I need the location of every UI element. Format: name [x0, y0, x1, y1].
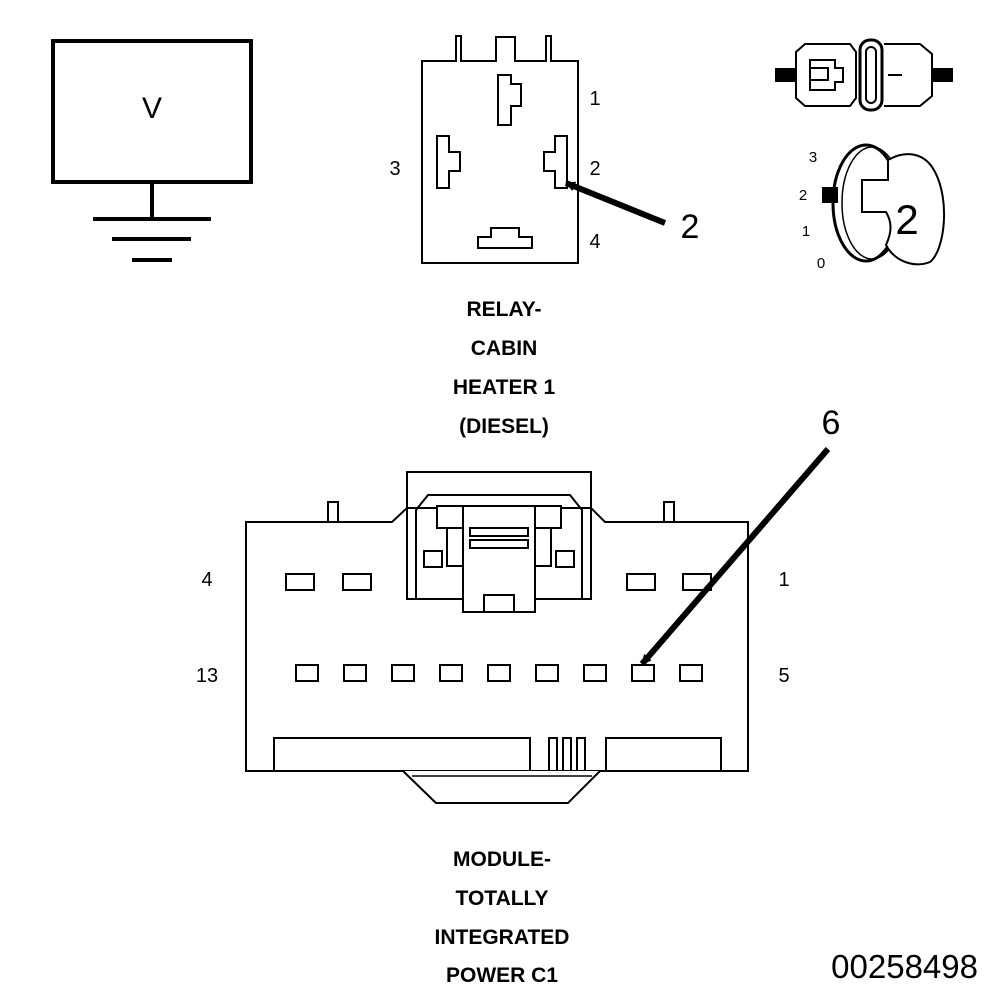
module-caption-line-4: POWER C1 [446, 964, 558, 987]
switch-key-number: 2 [895, 196, 918, 243]
module-pin-13-label: 13 [196, 665, 218, 687]
switch-position-0: 0 [817, 255, 825, 272]
switch-position-1: 1 [802, 223, 810, 240]
relay-terminal-3 [436, 135, 461, 189]
relay-pin-1-label: 1 [589, 88, 600, 110]
switch-position-2: 2 [799, 187, 807, 204]
module-callout-number: 6 [822, 404, 841, 442]
relay-caption-line-4: (DIESEL) [459, 415, 549, 438]
module-connector: 4 1 13 5 6 [196, 404, 841, 804]
relay-connector: 1 2 3 4 2 [389, 35, 700, 264]
figure-id: 00258498 [831, 948, 978, 985]
switch-position-3: 3 [809, 149, 817, 166]
module-pin-5-label: 5 [778, 665, 789, 687]
module-caption-line-3: INTEGRATED [435, 926, 570, 949]
relay-terminal-1 [497, 74, 522, 126]
relay-caption-line-1: RELAY- [466, 298, 541, 321]
module-caption-line-2: TOTALLY [456, 887, 549, 910]
relay-pin-3-label: 3 [389, 158, 400, 180]
ignition-switch-icon: 3 2 1 0 2 [799, 143, 945, 272]
module-callout-arrow [639, 447, 831, 666]
relay-caption-line-3: HEATER 1 [453, 376, 556, 399]
module-caption-line-1: MODULE- [453, 848, 551, 871]
relay-caption-line-2: CABIN [471, 337, 538, 360]
module-caption: MODULE- TOTALLY INTEGRATED POWER C1 [435, 848, 570, 987]
module-pin-4-label: 4 [201, 569, 212, 591]
relay-caption: RELAY- CABIN HEATER 1 (DIESEL) [453, 298, 556, 438]
voltmeter-symbol: V [142, 92, 162, 125]
relay-terminal-4 [477, 227, 533, 249]
relay-callout-number: 2 [681, 208, 700, 246]
module-pin-1-label: 1 [778, 569, 789, 591]
relay-pin-2-label: 2 [589, 158, 600, 180]
relay-terminal-2 [543, 135, 568, 189]
relay-pin-4-label: 4 [589, 231, 600, 253]
relay-callout-arrow [564, 180, 667, 226]
connector-plug-icon [775, 38, 953, 112]
voltmeter-icon: V [51, 39, 253, 262]
